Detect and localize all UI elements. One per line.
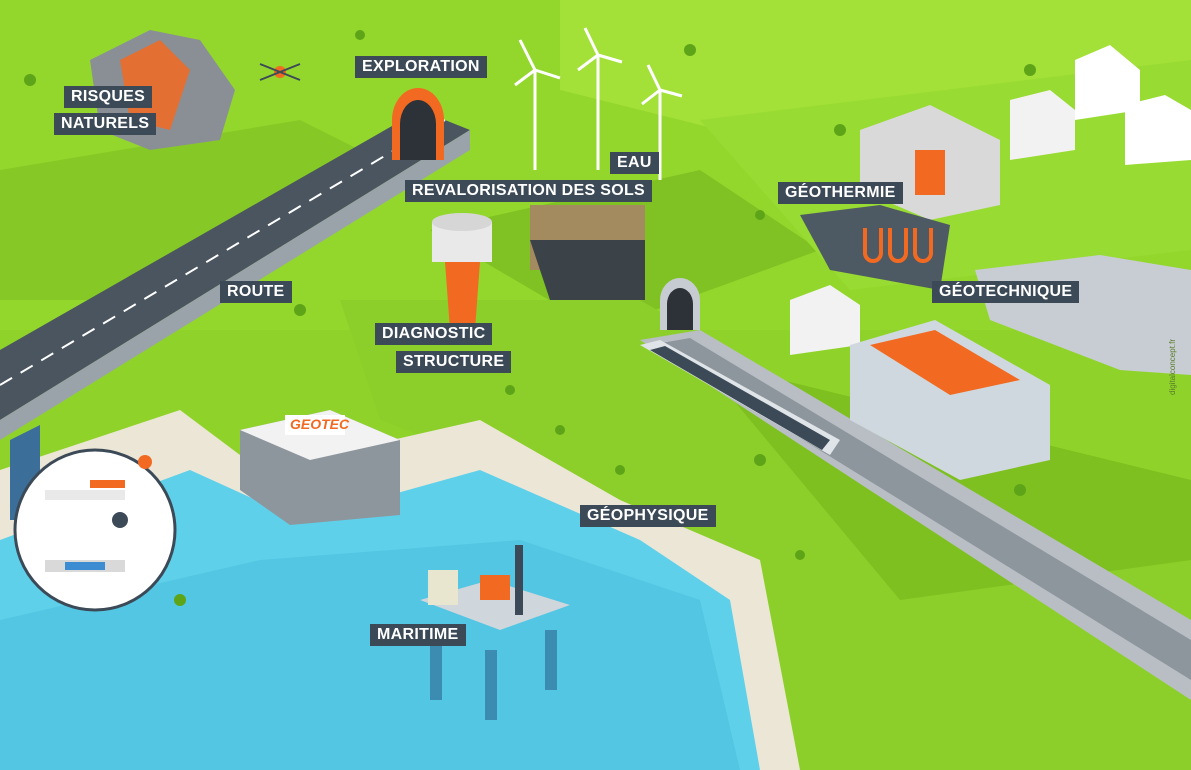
offshore-rig-icon xyxy=(420,545,570,720)
label-revalorisation: REVALORISATION DES SOLS xyxy=(405,180,652,202)
label-naturels: NATURELS xyxy=(54,113,157,135)
label-diagnostic: DIAGNOSTIC xyxy=(375,323,493,345)
train-icon xyxy=(640,340,840,455)
label-exploration: EXPLORATION xyxy=(355,56,487,78)
label-geophysique: GÉOPHYSIQUE xyxy=(580,505,716,527)
label-maritime: MARITIME xyxy=(370,624,466,646)
water-tower-icon xyxy=(432,213,492,330)
geotec-brand: GEOTEC xyxy=(290,416,350,432)
laboratory-icon xyxy=(13,448,177,612)
label-route: ROUTE xyxy=(220,281,292,303)
credit-text: digitalconcept.fr xyxy=(1168,338,1177,395)
wind-turbine-icon xyxy=(514,27,683,180)
label-risques: RISQUES xyxy=(64,86,153,108)
drone-icon xyxy=(259,63,301,81)
label-geotechnique: GÉOTECHNIQUE xyxy=(932,281,1080,303)
label-structure: STRUCTURE xyxy=(396,351,512,373)
label-geothermie: GÉOTHERMIE xyxy=(778,182,903,204)
label-eau: EAU xyxy=(610,152,659,174)
